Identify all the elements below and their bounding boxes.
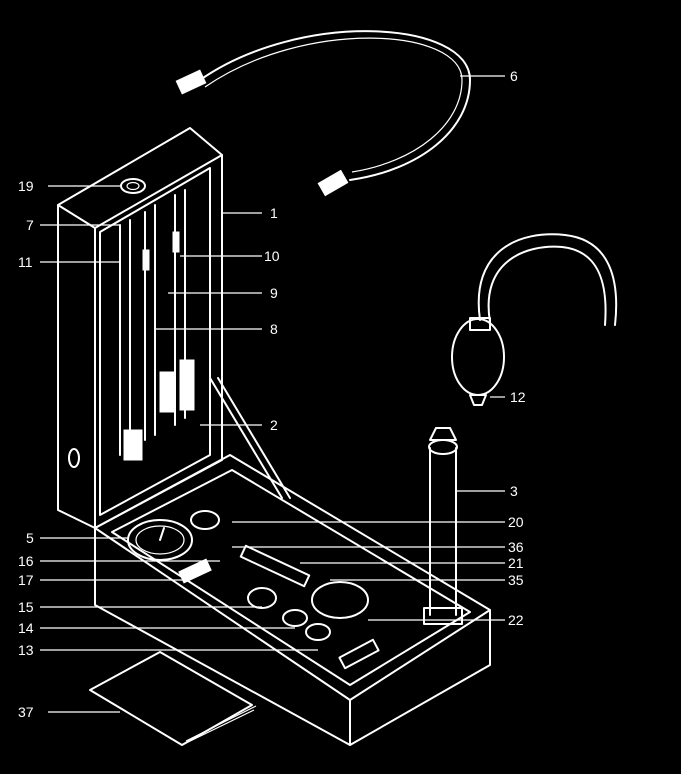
callout-6: 6 (510, 68, 518, 84)
callout-3: 3 (510, 483, 518, 499)
callout-12: 12 (510, 389, 526, 405)
callout-14: 14 (18, 620, 34, 636)
callout-22: 22 (508, 612, 524, 628)
callout-17: 17 (18, 572, 34, 588)
leader-lines (40, 75, 505, 713)
manual-booklet (89, 651, 257, 746)
callout-35: 35 (508, 572, 524, 588)
callout-8: 8 (270, 321, 278, 337)
callout-16: 16 (18, 553, 34, 569)
callout-37: 37 (18, 704, 34, 720)
bulb-pump (451, 233, 618, 406)
callout-13: 13 (18, 642, 34, 658)
callout-36: 36 (508, 539, 524, 555)
hose (175, 30, 471, 197)
callout-15: 15 (18, 599, 34, 615)
callout-19: 19 (18, 178, 34, 194)
callout-1: 1 (270, 205, 278, 221)
callout-20: 20 (508, 514, 524, 530)
callout-2: 2 (270, 417, 278, 433)
lid-panel (57, 127, 291, 529)
callout-11: 11 (18, 254, 33, 270)
callout-10: 10 (264, 248, 280, 264)
base-box (94, 454, 491, 746)
callout-9: 9 (270, 285, 278, 301)
callout-7: 7 (26, 217, 34, 233)
standing-cylinder (423, 427, 463, 625)
callout-labels: 6 19 1 7 10 11 9 8 12 2 3 20 5 36 16 21 … (18, 68, 526, 720)
callout-21: 21 (508, 555, 524, 571)
callout-5: 5 (26, 530, 34, 546)
